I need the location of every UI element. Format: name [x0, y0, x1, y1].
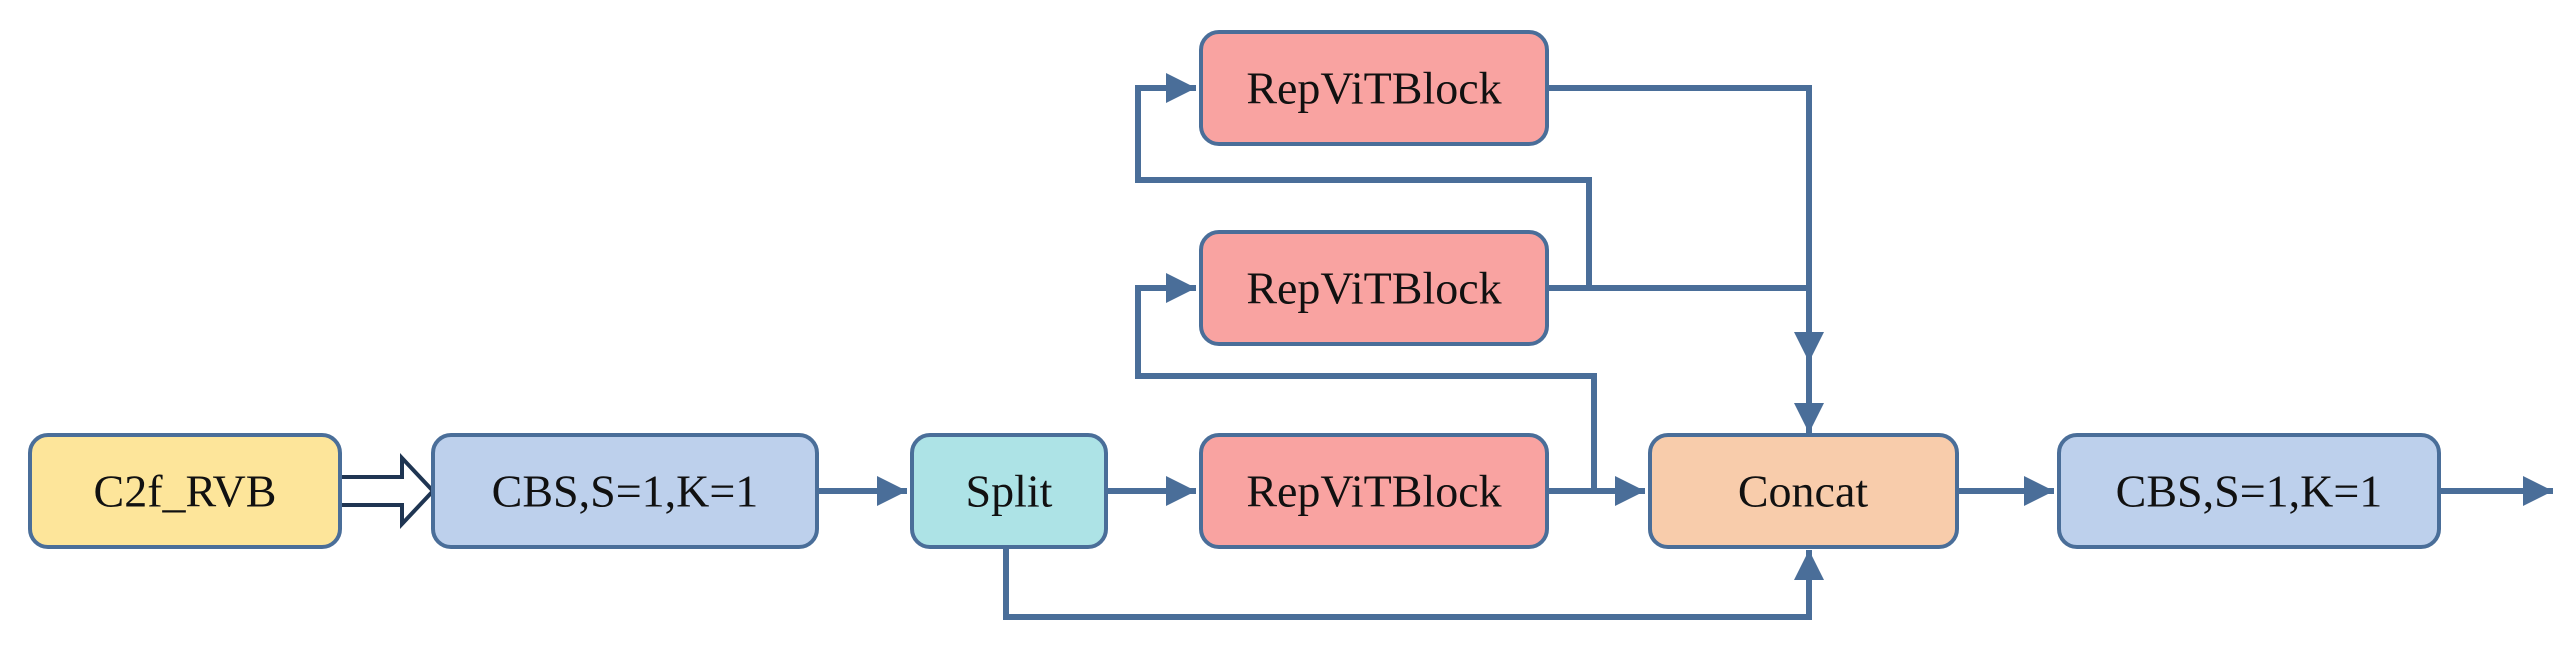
node-repvit-block-1: RepViTBlock	[1199, 433, 1549, 549]
node-repvit-block-3-box	[1199, 30, 1549, 146]
node-repvit-block-1-label: RepViTBlock	[1246, 466, 1501, 517]
node-cbs-input-box	[431, 433, 819, 549]
edge-split-skip-to-concat	[1003, 547, 1824, 620]
node-cbs-output: CBS,S=1,K=1	[2057, 433, 2441, 549]
node-cbs-input-label: CBS,S=1,K=1	[492, 466, 759, 517]
node-c2f-rvb-box	[28, 433, 342, 549]
node-repvit-block-2: RepViTBlock	[1199, 230, 1549, 346]
hollow-arrow-icon	[338, 452, 436, 530]
node-repvit-block-1-box	[1199, 433, 1549, 549]
node-repvit-block-3-label: RepViTBlock	[1246, 63, 1501, 114]
node-cbs-output-label: CBS,S=1,K=1	[2116, 466, 2383, 517]
node-concat-box	[1648, 433, 1959, 549]
node-repvit-block-3: RepViTBlock	[1199, 30, 1549, 146]
node-split-label: Split	[966, 466, 1053, 517]
edge-rvb2-branch-to-rvb3	[1135, 73, 1592, 288]
edge-rvb2-to-concat	[1547, 285, 1824, 433]
edge-rvb1-branch-to-rvb2	[1135, 273, 1597, 491]
node-concat: Concat	[1648, 433, 1959, 549]
node-cbs-output-box	[2057, 433, 2441, 549]
node-c2f-rvb: C2f_RVB	[28, 433, 342, 549]
node-repvit-block-2-label: RepViTBlock	[1246, 263, 1501, 314]
edge-rvb3-to-concat	[1547, 85, 1824, 362]
node-repvit-block-2-box	[1199, 230, 1549, 346]
node-concat-label: Concat	[1738, 466, 1869, 517]
node-c2f-rvb-label: C2f_RVB	[94, 466, 277, 517]
node-cbs-input: CBS,S=1,K=1	[431, 433, 819, 549]
node-split: Split	[910, 433, 1108, 549]
node-split-box	[910, 433, 1108, 549]
edges	[817, 73, 2553, 620]
